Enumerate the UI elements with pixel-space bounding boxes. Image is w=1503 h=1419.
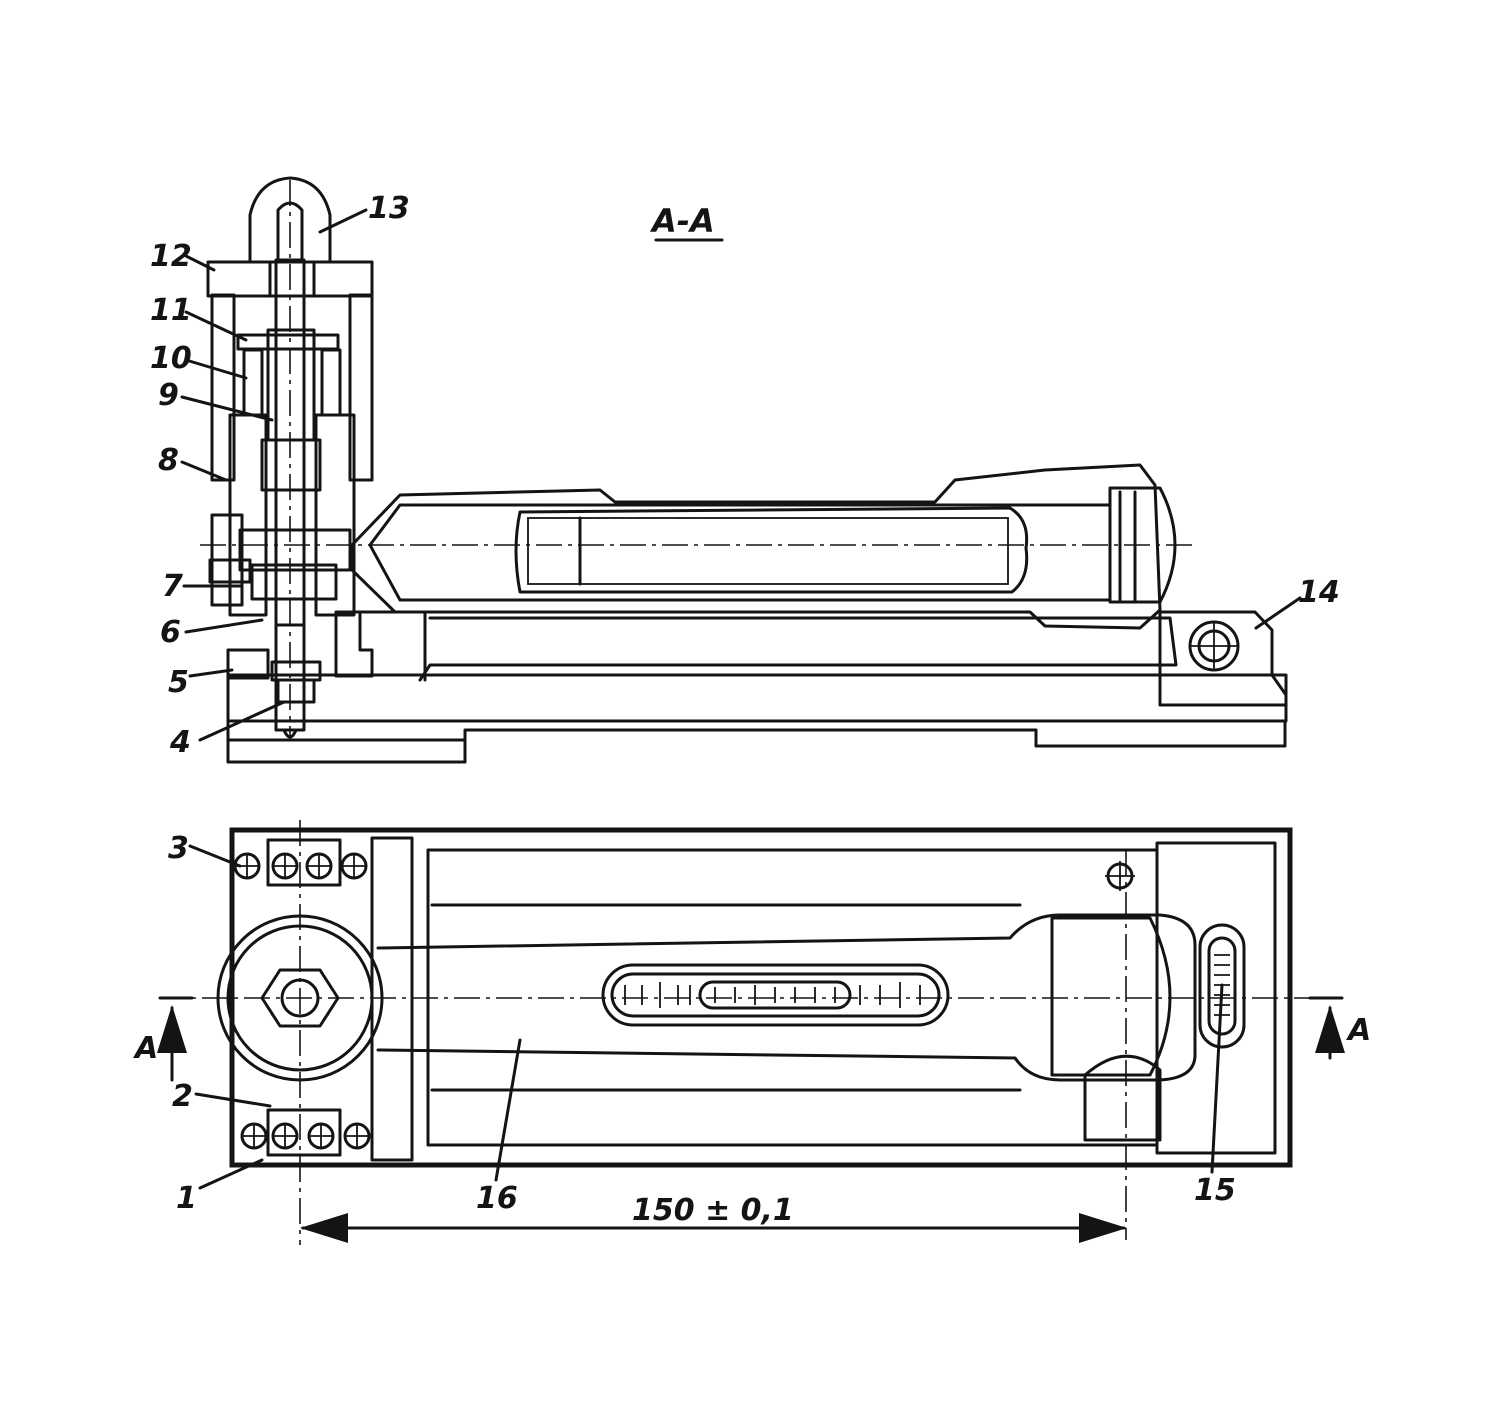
part-label-5: 5	[168, 665, 189, 700]
vial-holder	[350, 463, 1177, 630]
housing-sleeve	[210, 293, 374, 482]
spindle	[236, 258, 340, 739]
part-label-1: 1	[176, 1181, 197, 1216]
part-label-13: 13	[368, 191, 410, 226]
part-label-7: 7	[162, 569, 183, 604]
svg-text:A: A	[133, 1031, 158, 1066]
lock-nut	[270, 660, 322, 704]
part-label-8: 8	[158, 443, 179, 478]
svg-text:150 ± 0,1: 150 ± 0,1	[632, 1193, 794, 1228]
part-label-10: 10	[150, 341, 192, 376]
left-block	[233, 836, 414, 1162]
part-label-6: 6	[160, 615, 181, 650]
svg-text:A-A: A-A	[649, 202, 715, 240]
section-view	[200, 176, 1288, 764]
part-label-2: 2	[172, 1079, 193, 1114]
svg-text:A: A	[1346, 1013, 1371, 1048]
section-arrow-right: A	[1310, 998, 1371, 1060]
bearing	[208, 528, 352, 627]
column-body	[210, 413, 374, 680]
section-title: A-A	[649, 202, 724, 242]
part-label-15: 15	[1194, 1173, 1236, 1208]
section-arrow-left: A	[133, 998, 192, 1082]
dimension-150: 150 ± 0,1	[300, 1193, 1127, 1243]
part-label-9: 9	[158, 378, 179, 413]
screw-holes	[233, 852, 371, 1150]
part-label-14: 14	[1298, 575, 1340, 610]
rear-support	[1158, 610, 1288, 707]
part-label-4: 4	[169, 725, 191, 760]
plan-view: A A 150 ± 0,1	[133, 820, 1371, 1245]
part-label-11: 11	[150, 293, 192, 328]
part-label-16: 16	[476, 1181, 518, 1216]
part-labels: 13 12 11 10 9 8 7 6 5 4 14 3 2 1 16 15	[150, 191, 1340, 1216]
arm	[216, 861, 1197, 1142]
base-plate	[226, 673, 1288, 764]
main-vial	[601, 963, 950, 1027]
part-label-3: 3	[168, 831, 189, 866]
knob	[248, 176, 332, 264]
